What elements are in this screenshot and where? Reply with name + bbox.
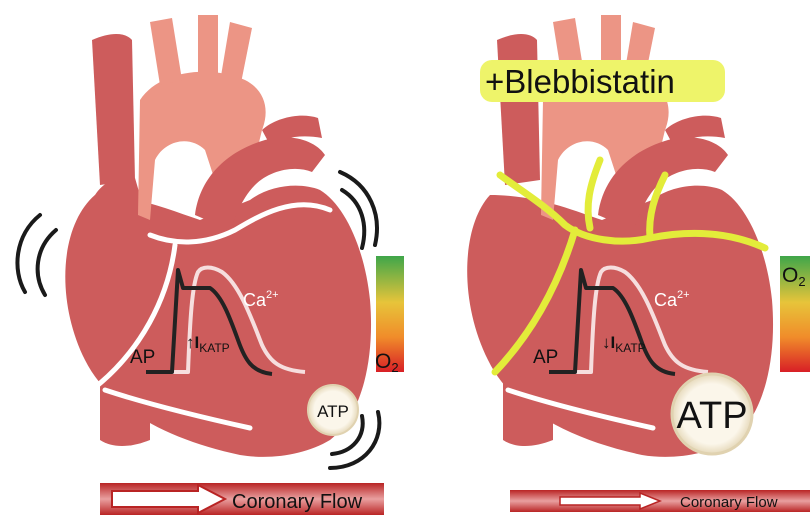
right-treatment-tag: +Blebbistatin (480, 60, 725, 102)
left-flow-label: Coronary Flow (232, 491, 363, 513)
left-lower-vessel (100, 375, 150, 446)
right-atp-label: ATP (676, 395, 747, 437)
tremor-arc-icon (17, 215, 40, 292)
left-ap-label: AP (130, 347, 155, 368)
left-katp-sub: KATP (199, 341, 229, 355)
right-oxygen-sub: 2 (798, 274, 805, 289)
right-ap-label: AP (533, 347, 558, 368)
left-calcium-base: Ca (243, 290, 267, 310)
right-vena-cava (497, 34, 540, 185)
right-oxygen-base: O (782, 264, 798, 287)
right-calcium-sup: 2+ (677, 289, 690, 301)
left-vena-cava (92, 34, 135, 185)
left-aorta-branch-2 (198, 15, 218, 78)
right-atp-circle: ATP (672, 374, 752, 454)
left-atp-circle: ATP (308, 385, 358, 435)
right-treatment-label: +Blebbistatin (485, 63, 675, 100)
right-coronary-flow: Coronary Flow (510, 490, 810, 512)
left-tremor-arcs-left (17, 215, 56, 295)
left-aorta-branch-1 (150, 18, 182, 85)
left-katp-arrows: ↑ (186, 333, 195, 352)
right-calcium-base: Ca (654, 290, 678, 310)
left-aorta-branch-3 (220, 22, 252, 88)
right-panel: AP Ca2+ ↓IKATP ATP O2 +Blebbistatin Coro… (467, 15, 810, 512)
left-oxygen-indicator: O2 (375, 256, 404, 375)
left-panel: AP Ca2+ ↑IKATP ATP O2 Coronary Flow (17, 15, 404, 515)
right-flow-label: Coronary Flow (680, 494, 778, 511)
right-katp-sub: KATP (615, 341, 645, 355)
right-lower-vessel (503, 375, 553, 446)
right-katp-arrows: ↓ (602, 333, 611, 352)
left-oxygen-sub: 2 (391, 360, 398, 375)
left-oxygen-base: O (375, 350, 391, 373)
tremor-arc-icon (38, 230, 56, 295)
left-atp-label: ATP (317, 402, 349, 421)
right-oxygen-indicator: O2 (780, 256, 810, 372)
left-calcium-sup: 2+ (266, 289, 279, 301)
left-coronary-flow: Coronary Flow (100, 483, 384, 515)
